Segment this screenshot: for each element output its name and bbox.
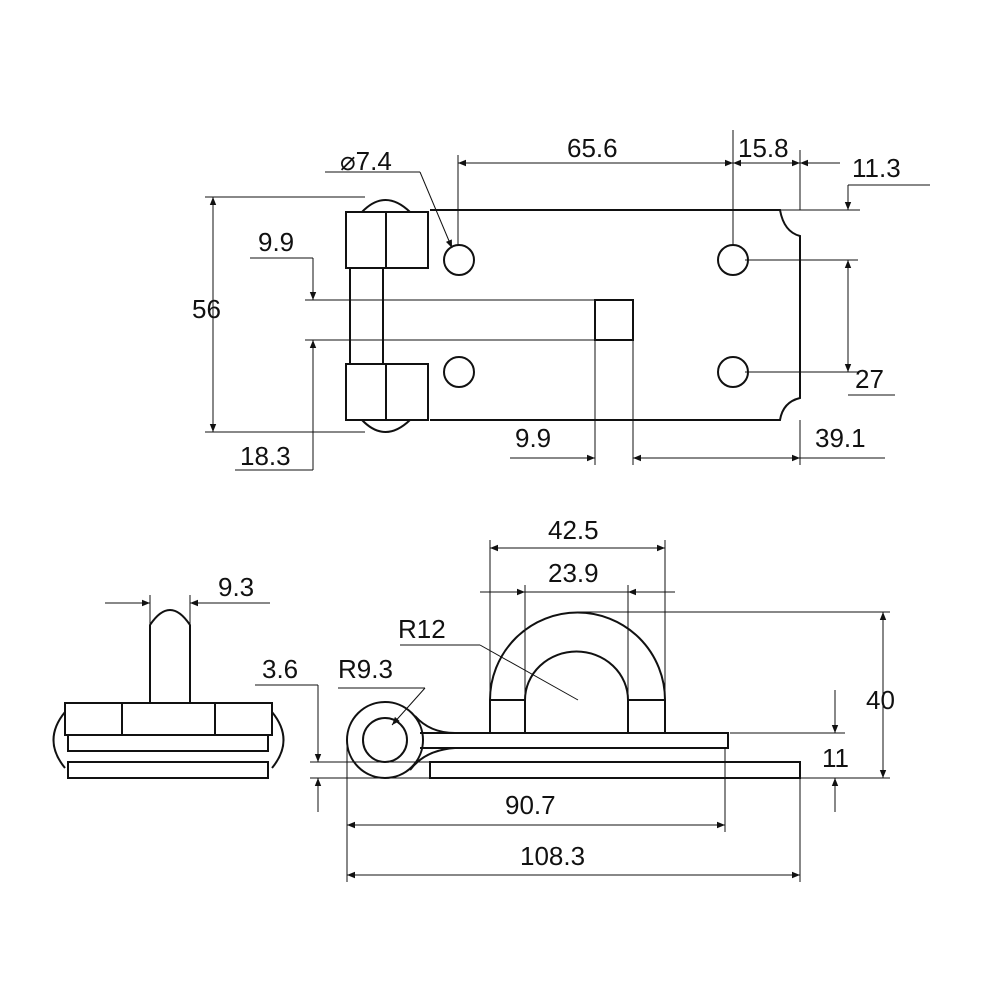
mounting-hole <box>717 244 749 276</box>
dimension-lines <box>205 130 930 471</box>
dim-notch-depth: 11.3 <box>852 153 901 183</box>
loop-outer <box>489 611 666 733</box>
dim-hole-spacing-y: 27 <box>855 364 884 394</box>
dim-loop-inner: 23.9 <box>548 558 599 588</box>
square-slot <box>594 299 634 341</box>
pin-cap-top <box>361 199 411 213</box>
dim-hole-to-notch: 15.8 <box>738 133 789 163</box>
side-view: 42.5 23.9 R12 3.6 R9.3 40 11 90.7 108.3 <box>255 515 895 882</box>
top-view: ⌀7.4 65.6 15.8 11.3 9.9 56 27 18.3 9.9 3… <box>192 130 930 471</box>
knuckle-row <box>64 702 273 736</box>
mounting-hole <box>443 244 475 276</box>
loop-inner <box>524 650 629 733</box>
hasp-plate <box>430 209 801 421</box>
dim-square-to-end: 39.1 <box>815 423 866 453</box>
dim-stud-width: 9.3 <box>218 572 254 602</box>
dim-upper-length: 90.7 <box>505 790 556 820</box>
hinge-pin <box>349 267 384 365</box>
dim-knuckle-height: 18.3 <box>240 441 291 471</box>
dim-loop-height: 40 <box>866 685 895 715</box>
dim-slot-offset: 9.9 <box>258 227 294 257</box>
base-plate <box>429 761 801 779</box>
pin-cap-right <box>271 711 285 769</box>
dim-hole-diameter: ⌀7.4 <box>340 146 392 176</box>
dim-step-height: 11 <box>822 743 849 773</box>
end-view: 9.3 <box>52 572 285 779</box>
dim-square-width: 9.9 <box>515 423 551 453</box>
dimension-lines <box>255 540 890 882</box>
pin-cap-bottom <box>361 419 411 433</box>
mounting-hole <box>717 356 749 388</box>
lower-plate <box>67 761 269 779</box>
dim-loop-outer: 42.5 <box>548 515 599 545</box>
mounting-hole <box>443 356 475 388</box>
upper-plate <box>67 734 269 752</box>
dim-overall-height: 56 <box>192 294 221 324</box>
dim-hole-spacing-x: 65.6 <box>567 133 618 163</box>
dim-loop-radius: R12 <box>398 614 446 644</box>
dim-knuckle-radius: R9.3 <box>338 654 393 684</box>
knuckle-inner <box>362 717 408 763</box>
dim-plate-thickness: 3.6 <box>262 654 298 684</box>
pin-cap-left <box>52 711 66 769</box>
dim-overall-length: 108.3 <box>520 841 585 871</box>
stud <box>149 609 191 703</box>
upper-plate <box>420 732 729 749</box>
